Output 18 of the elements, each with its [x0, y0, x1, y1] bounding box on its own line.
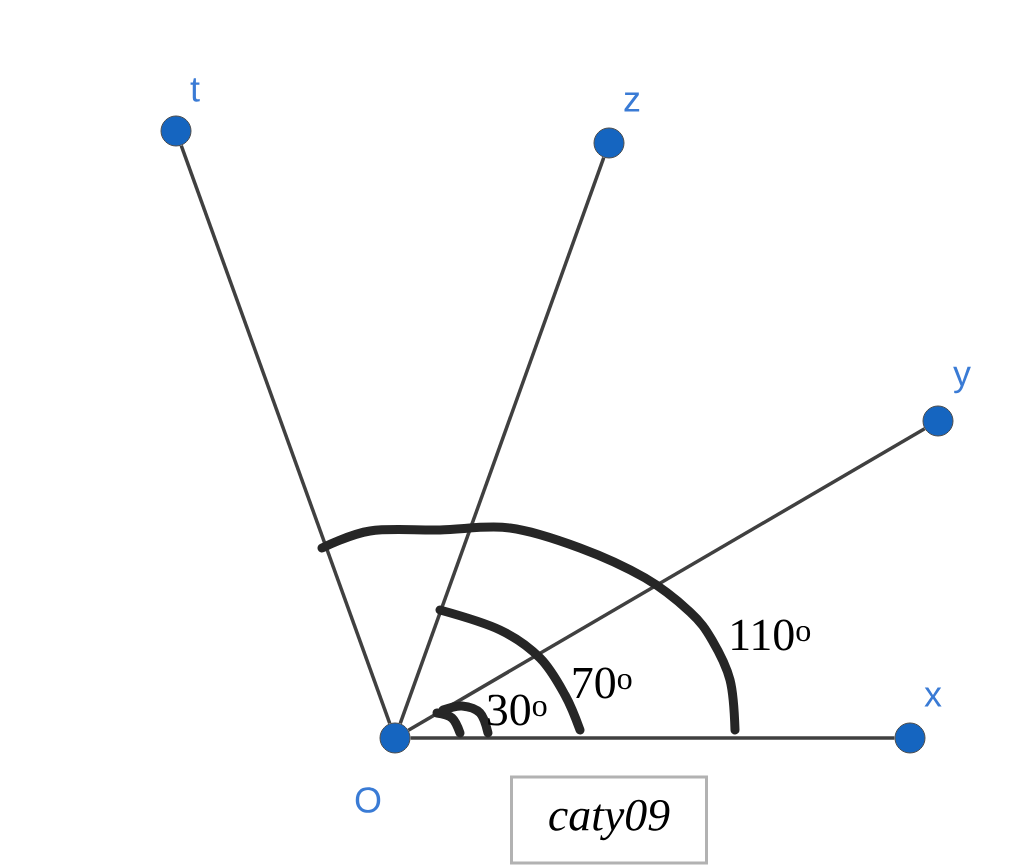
name-box: caty09: [510, 775, 708, 865]
ray: [407, 427, 926, 732]
angle-label: 110$^{o}$: [732, 619, 811, 651]
point-label: x: [924, 687, 942, 707]
point: [379, 722, 411, 754]
ray: [179, 144, 392, 724]
point: [894, 722, 926, 754]
angle-label: 30$^{o}$: [488, 694, 547, 726]
point-label: z: [624, 92, 640, 112]
ray: [410, 736, 895, 740]
point-label: t: [190, 78, 200, 102]
point: [160, 115, 192, 147]
ray: [398, 156, 606, 724]
point: [922, 405, 954, 437]
point-label: y: [953, 366, 971, 394]
point-label: O: [355, 787, 381, 813]
point: [593, 127, 625, 159]
angle-label: 70$^{o}$: [573, 667, 632, 699]
